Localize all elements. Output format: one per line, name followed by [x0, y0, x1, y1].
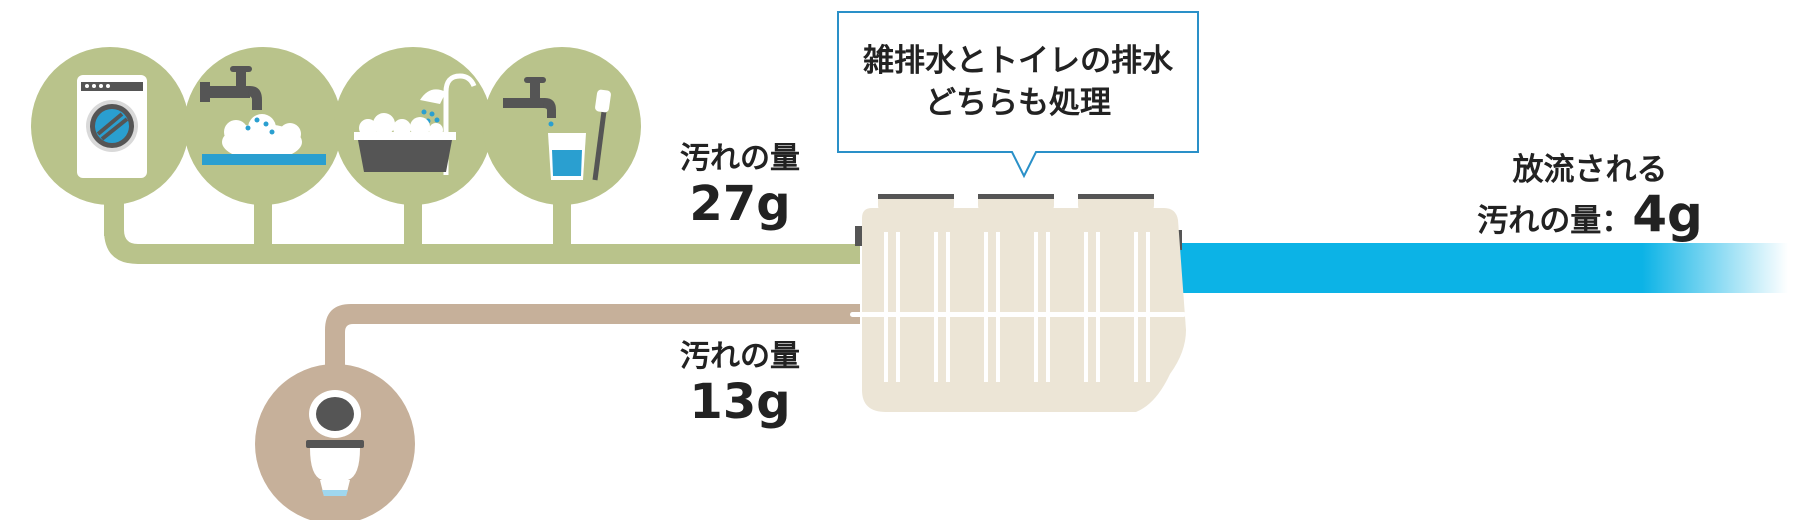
toilet-water-amount: 13g: [689, 373, 791, 430]
kitchen-sink-icon: [200, 66, 326, 165]
washing-machine-icon: [77, 75, 147, 178]
outflow-line-1: 放流される: [1512, 152, 1668, 188]
outflow-line-2: 汚れの量：4g: [1470, 189, 1710, 245]
gray-water-label-title: 汚れの量: [680, 141, 800, 176]
outflow-label-title: 汚れの量: [1477, 203, 1602, 239]
outflow-separator: ：: [1601, 203, 1633, 239]
toilet-water-label: 汚れの量 13g: [660, 339, 820, 430]
callout-box: [837, 11, 1199, 179]
callout-text: 雑排水とトイレの排水 どちらも処理: [838, 40, 1198, 124]
callout-line-1: 雑排水とトイレの排水: [863, 43, 1173, 79]
gray-water-label: 汚れの量 27g: [660, 141, 820, 232]
callout-line-2: どちらも処理: [925, 85, 1111, 121]
outflow-amount: 4g: [1632, 185, 1703, 243]
treated-water-outflow: [1180, 243, 1788, 293]
bathtub-icon: [354, 73, 477, 175]
toilet-water-label-title: 汚れの量: [680, 339, 800, 374]
gray-water-pipe: [104, 196, 860, 264]
toilet-water-pipe: [325, 304, 860, 375]
washbasin-circle: [483, 47, 641, 205]
washbasin-icon: [503, 77, 611, 181]
outflow-label: 放流される 汚れの量：4g: [1470, 150, 1710, 245]
gray-water-amount: 27g: [689, 175, 791, 232]
toilet-icon: [306, 390, 364, 496]
septic-tank: [850, 194, 1186, 412]
